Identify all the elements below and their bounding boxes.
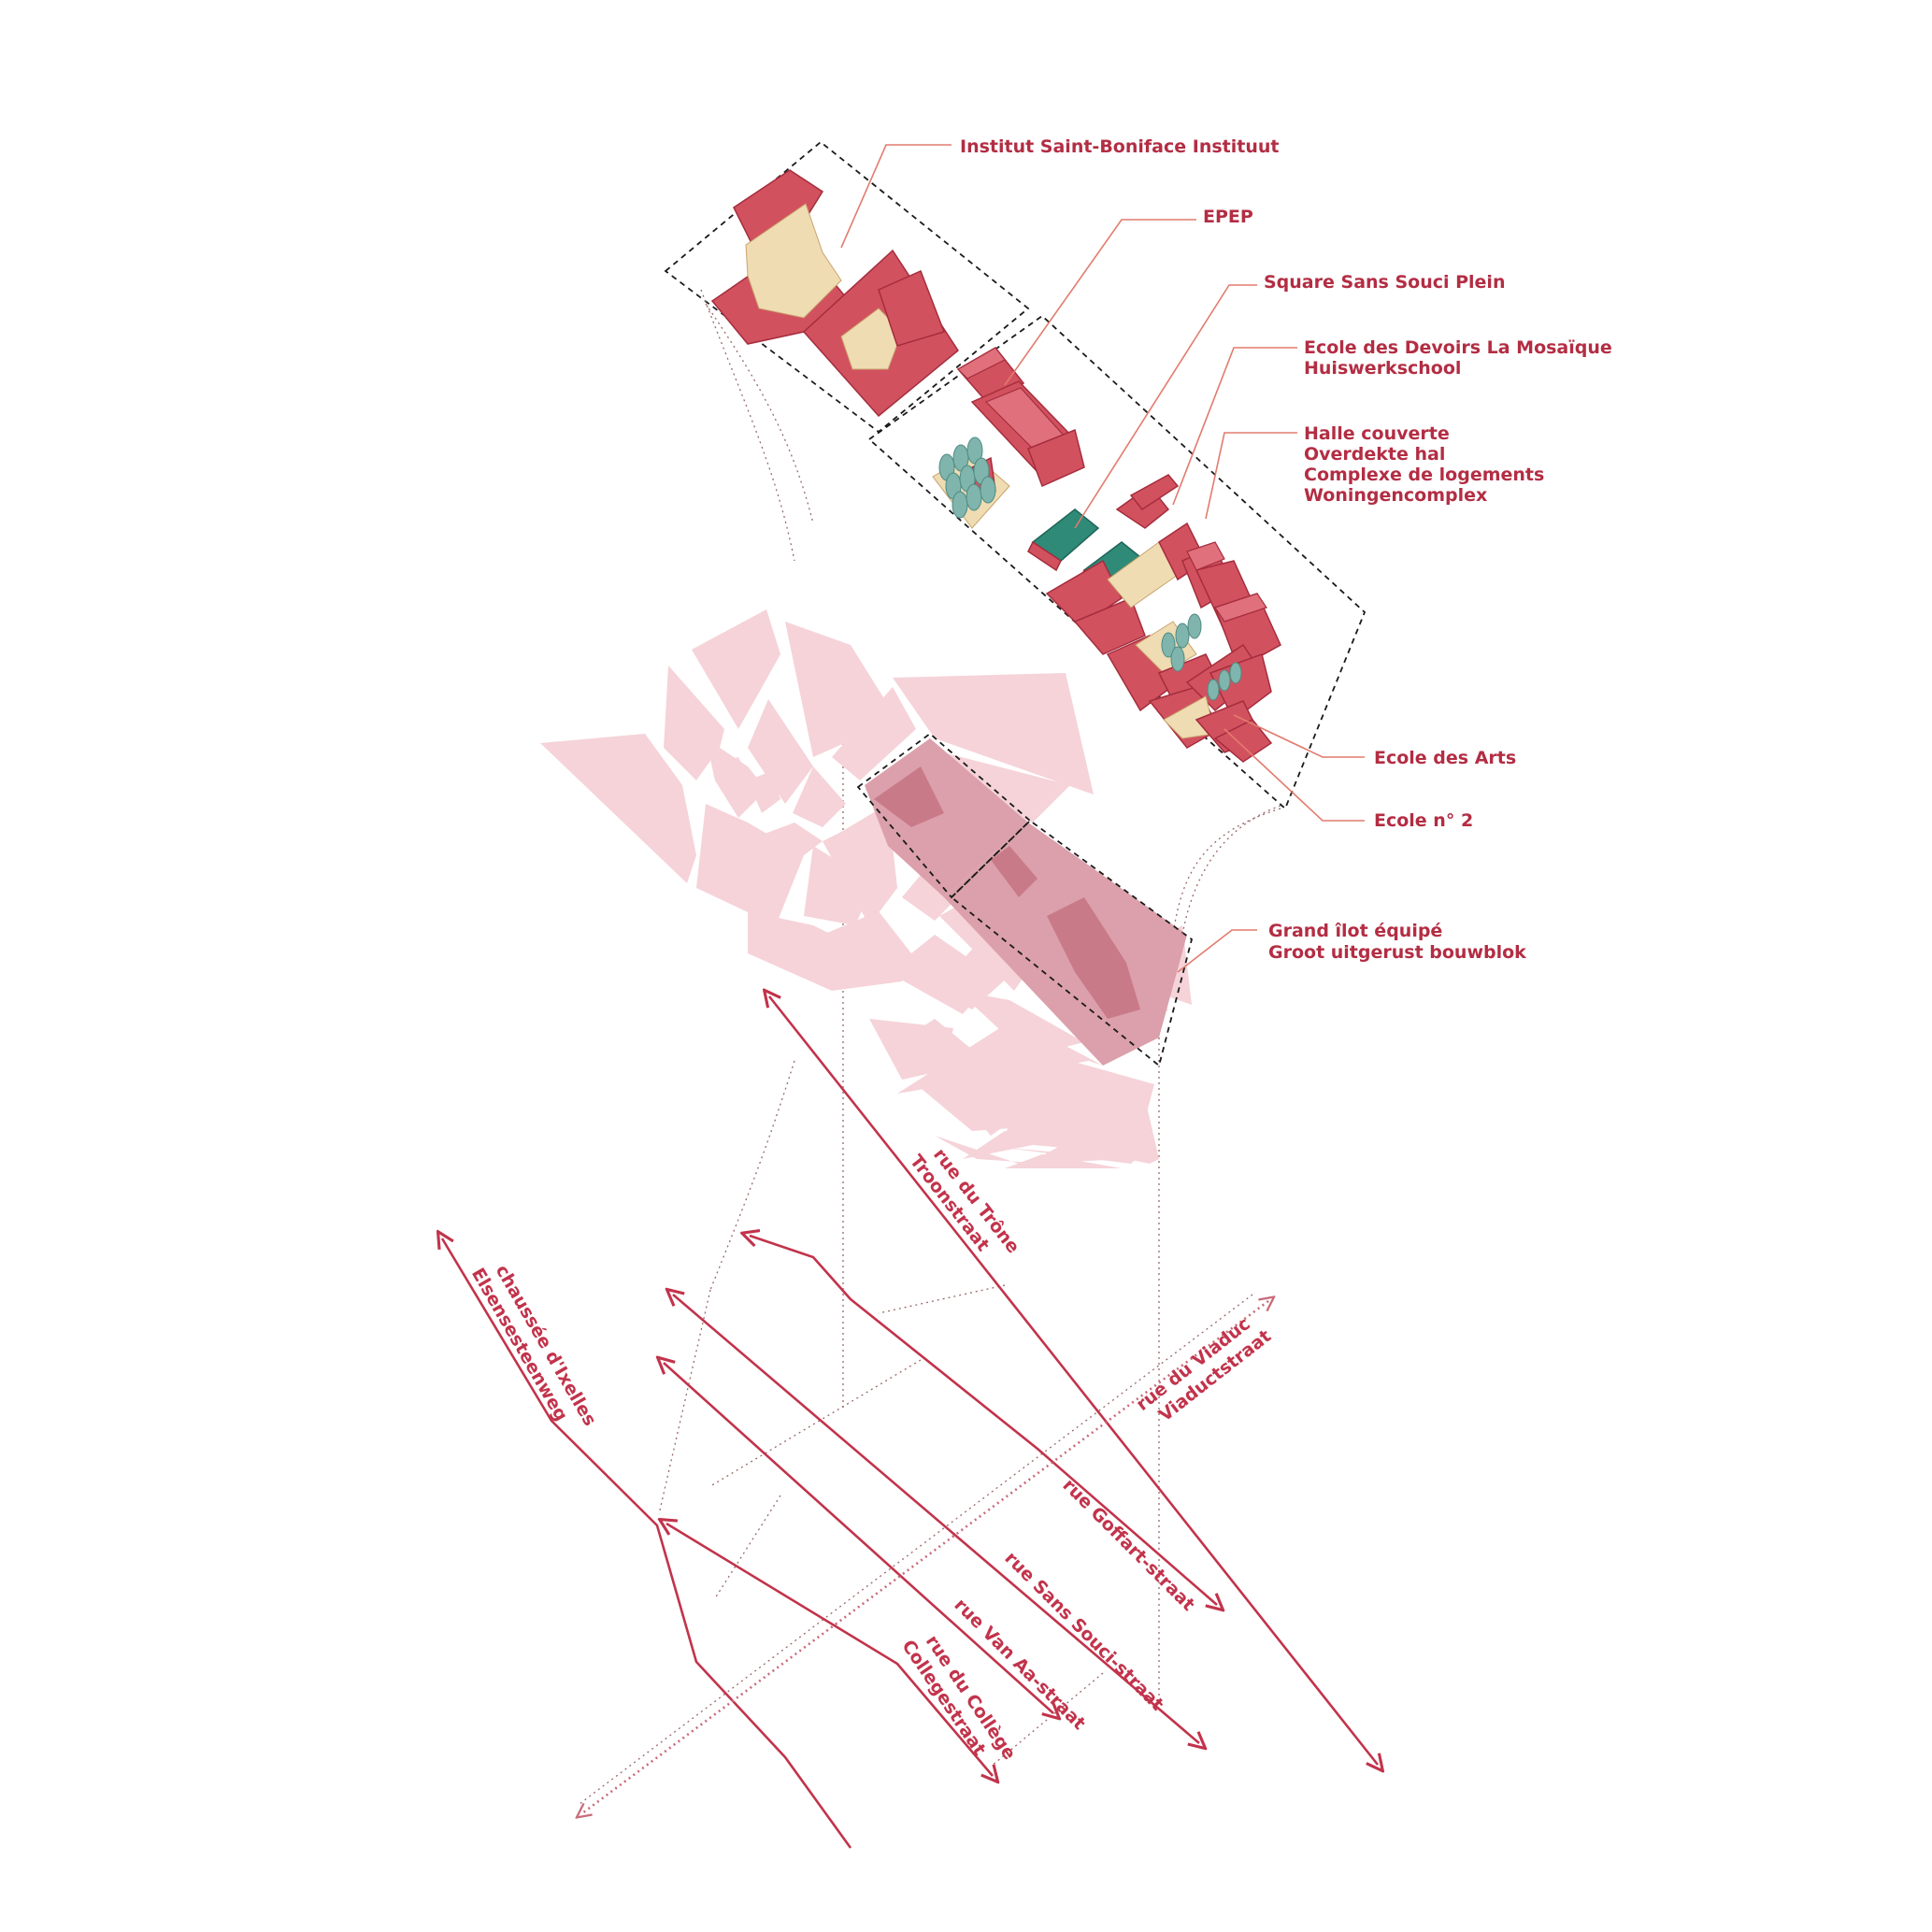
- frame-institut: [664, 140, 1030, 434]
- urban-block: [823, 911, 911, 991]
- urban-block: [696, 804, 804, 925]
- label-institut: Institut Saint-Boniface Instituut: [960, 136, 1279, 157]
- label-ecole-arts: Ecole des Arts: [1374, 748, 1516, 768]
- label-logements-fr: Complexe de logements: [1304, 465, 1544, 485]
- street-label-goffart: rue Goffart-straat: [1058, 1475, 1198, 1615]
- street-arrows: [442, 996, 1378, 1849]
- label-epep: EPEP: [1203, 207, 1253, 227]
- urban-block: [804, 846, 874, 925]
- label-logements-nl: Woningencomplex: [1304, 485, 1487, 506]
- urban-block: [893, 673, 1094, 794]
- urban-block: [757, 823, 823, 855]
- urban-block: [692, 609, 780, 729]
- label-halle-fr: Halle couverte: [1304, 423, 1450, 444]
- label-halle-nl: Overdekte hal: [1304, 444, 1445, 465]
- label-ecole-devoirs-fr: Ecole des Devoirs La Mosaïque: [1304, 337, 1612, 358]
- label-grand-ilot-nl: Groot uitgerust bouwblok: [1268, 942, 1526, 963]
- label-square: Square Sans Souci Plein: [1264, 272, 1505, 293]
- trees-epep: [938, 436, 996, 519]
- urban-block: [720, 757, 748, 785]
- urban-block: [748, 699, 813, 804]
- axonometric-buildings: [664, 140, 1367, 936]
- label-ecole-devoirs-nl: Huiswerkschool: [1304, 358, 1461, 379]
- frame-ilot: [867, 314, 1367, 810]
- trees-ecole-2: [1207, 662, 1242, 701]
- urban-block: [793, 766, 846, 827]
- label-grand-ilot-fr: Grand îlot équipé: [1268, 921, 1442, 941]
- feature-labels: Institut Saint-Boniface Instituut EPEP S…: [960, 136, 1612, 963]
- urban-block: [540, 734, 696, 883]
- urban-block: [748, 911, 851, 991]
- trees-arts: [1161, 613, 1202, 672]
- urban-block: [823, 804, 897, 925]
- urban-block: [832, 687, 916, 780]
- institut-building: [710, 169, 959, 418]
- leader-lines: [840, 144, 1365, 973]
- label-ecole-2: Ecole n° 2: [1374, 810, 1473, 831]
- arrow-rue-du-viaduc: [582, 1301, 1268, 1813]
